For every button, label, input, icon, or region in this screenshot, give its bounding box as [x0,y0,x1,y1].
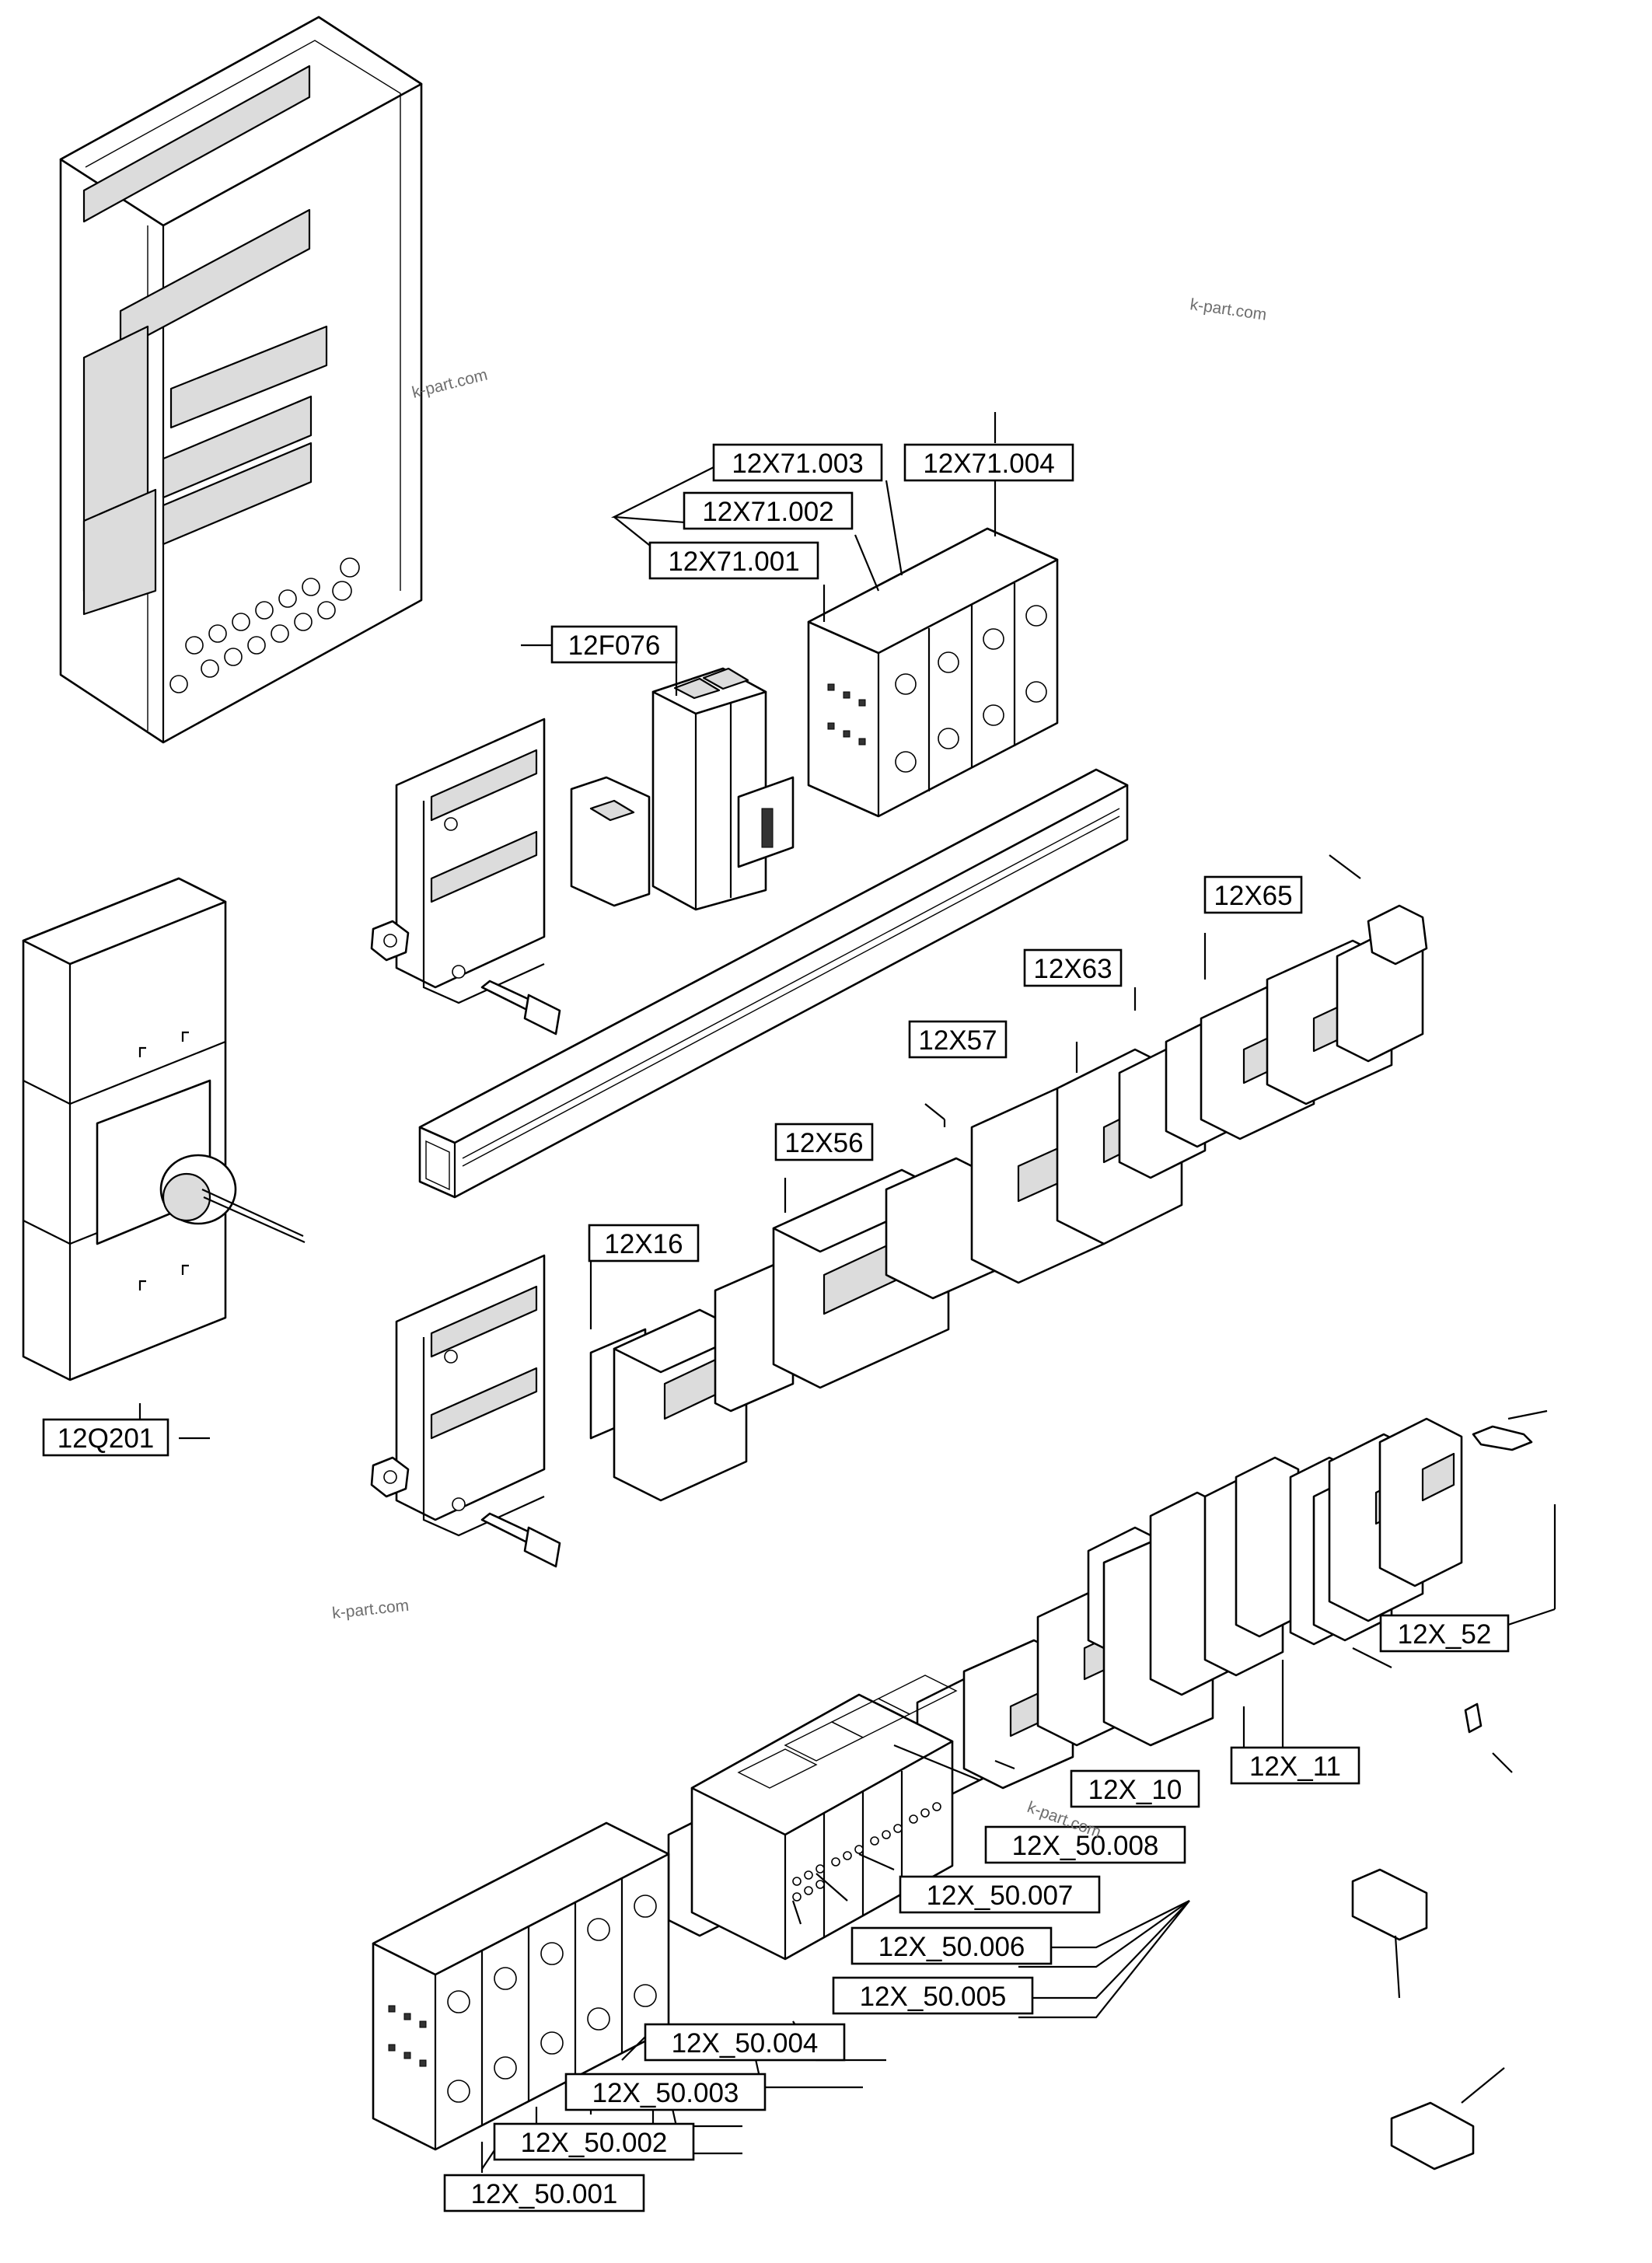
svg-text:12X_10: 12X_10 [1088,1775,1182,1805]
label-12X65: 12X65 [1203,875,1303,914]
svg-text:12X71.004: 12X71.004 [923,449,1054,479]
label-12X_50-007: 12X_50.007 [899,1875,1101,1914]
label-12X63: 12X63 [1023,948,1123,987]
svg-text:12X56: 12X56 [784,1128,863,1158]
label-12X_50-005: 12X_50.005 [832,1976,1034,2015]
label-12F076: 12F076 [550,625,678,664]
control-cabinet [59,16,423,744]
terminal-row-middle [589,904,1428,1502]
svg-text:12X63: 12X63 [1033,954,1112,984]
din-rail-lower [370,1254,561,1568]
terminal-block-12X71 [807,527,1059,818]
label-12X16: 12X16 [588,1224,700,1262]
svg-text:12X_50.007: 12X_50.007 [927,1881,1074,1911]
svg-text:12X_50.005: 12X_50.005 [860,1982,1007,2012]
label-12X_50-008: 12X_50.008 [984,1825,1186,1864]
label-12X_50-004: 12X_50.004 [644,2023,846,2062]
svg-text:12X71.001: 12X71.001 [668,547,799,577]
cable-duct [418,768,1129,1199]
label-12X_50-003: 12X_50.003 [564,2073,767,2111]
svg-text:12X_11: 12X_11 [1249,1751,1341,1782]
svg-text:12X_50.002: 12X_50.002 [521,2128,668,2158]
svg-text:12X16: 12X16 [604,1229,683,1259]
main-switch-assembly [22,877,306,1381]
svg-text:12X71.002: 12X71.002 [702,497,833,527]
svg-text:12X_50.003: 12X_50.003 [592,2078,739,2108]
svg-text:12X_52: 12X_52 [1398,1619,1492,1650]
label-12X_11: 12X_11 [1230,1746,1360,1785]
loose-parts [1351,1425,1533,2170]
svg-text:12X_50.001: 12X_50.001 [471,2179,618,2209]
svg-text:12X_50.008: 12X_50.008 [1012,1831,1159,1861]
label-12X71-002: 12X71.002 [683,491,854,530]
label-12X_50-001: 12X_50.001 [443,2174,645,2212]
svg-text:12X_50.006: 12X_50.006 [878,1932,1025,1962]
din-rail-upper [370,718,561,1035]
svg-text:12X71.003: 12X71.003 [732,449,863,479]
svg-text:12Q201: 12Q201 [58,1423,155,1454]
svg-text:12X_50.004: 12X_50.004 [672,2028,819,2059]
label-12X71-004: 12X71.004 [903,443,1074,482]
svg-text:12X65: 12X65 [1214,881,1292,911]
svg-text:12X57: 12X57 [918,1025,997,1056]
terminal-block-12X_50-upper [667,1675,958,1961]
label-12X_10: 12X_10 [1070,1769,1200,1808]
terminal-row-lower [916,1417,1463,1797]
label-12X71-001: 12X71.001 [648,541,819,580]
terminal-block-12X_50-lower [372,1821,670,2151]
label-12X_50-002: 12X_50.002 [493,2122,695,2161]
label-12X57: 12X57 [908,1020,1008,1059]
label-12X_52: 12X_52 [1379,1614,1510,1653]
breaker-12F076 [570,667,795,911]
svg-text:12F076: 12F076 [568,630,661,661]
label-12X_50-006: 12X_50.006 [850,1926,1053,1965]
label-12Q201: 12Q201 [42,1418,169,1457]
label-12X56: 12X56 [774,1123,874,1161]
label-12X71-003: 12X71.003 [712,443,883,482]
